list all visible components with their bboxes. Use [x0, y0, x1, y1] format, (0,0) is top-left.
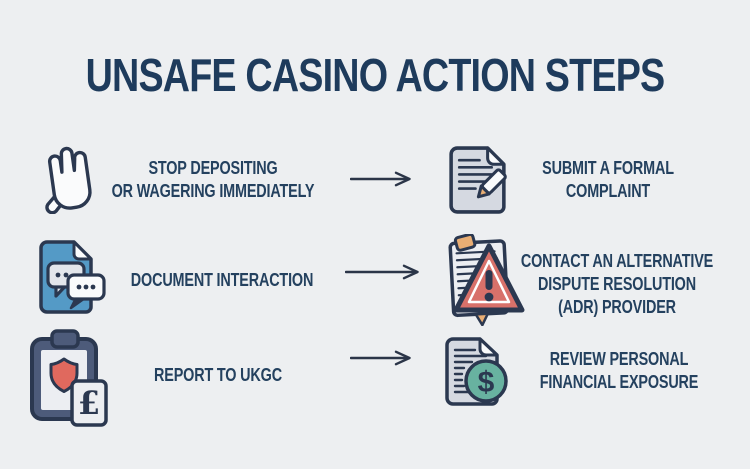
step-label-financial-exposure: REVIEW PERSONAL FINANCIAL EXPOSURE [539, 349, 699, 392]
arrow-right-icon [350, 171, 416, 187]
step-label-document-interaction: DOCUMENT INTERACTION [130, 270, 314, 290]
step-label-adr-provider: CONTACT AN ALTERNATIVE DISPUTE RESOLUTIO… [520, 251, 714, 317]
step-label-submit-complaint: SUBMIT A FORMAL COMPLAINT [542, 158, 674, 201]
clipboard-shield-pound-icon: £ [28, 329, 110, 427]
document-pencil-icon [445, 145, 512, 216]
document-chat-icon [36, 239, 106, 317]
arrow-right-icon [345, 264, 425, 280]
clipboard-warning-icon [436, 234, 528, 326]
step-label-stop-depositing: STOP DEPOSITING OR WAGERING IMMEDIATELY [111, 158, 315, 201]
pound-glyph: £ [78, 384, 100, 422]
document-dollar-icon: $ [442, 336, 514, 410]
dollar-glyph: $ [478, 366, 495, 399]
stop-hand-icon [38, 142, 100, 214]
step-label-report-ukgc: REPORT TO UKGC [154, 365, 282, 385]
page-title: UNSAFE CASINO ACTION STEPS [85, 49, 666, 101]
arrow-right-icon [350, 350, 416, 366]
